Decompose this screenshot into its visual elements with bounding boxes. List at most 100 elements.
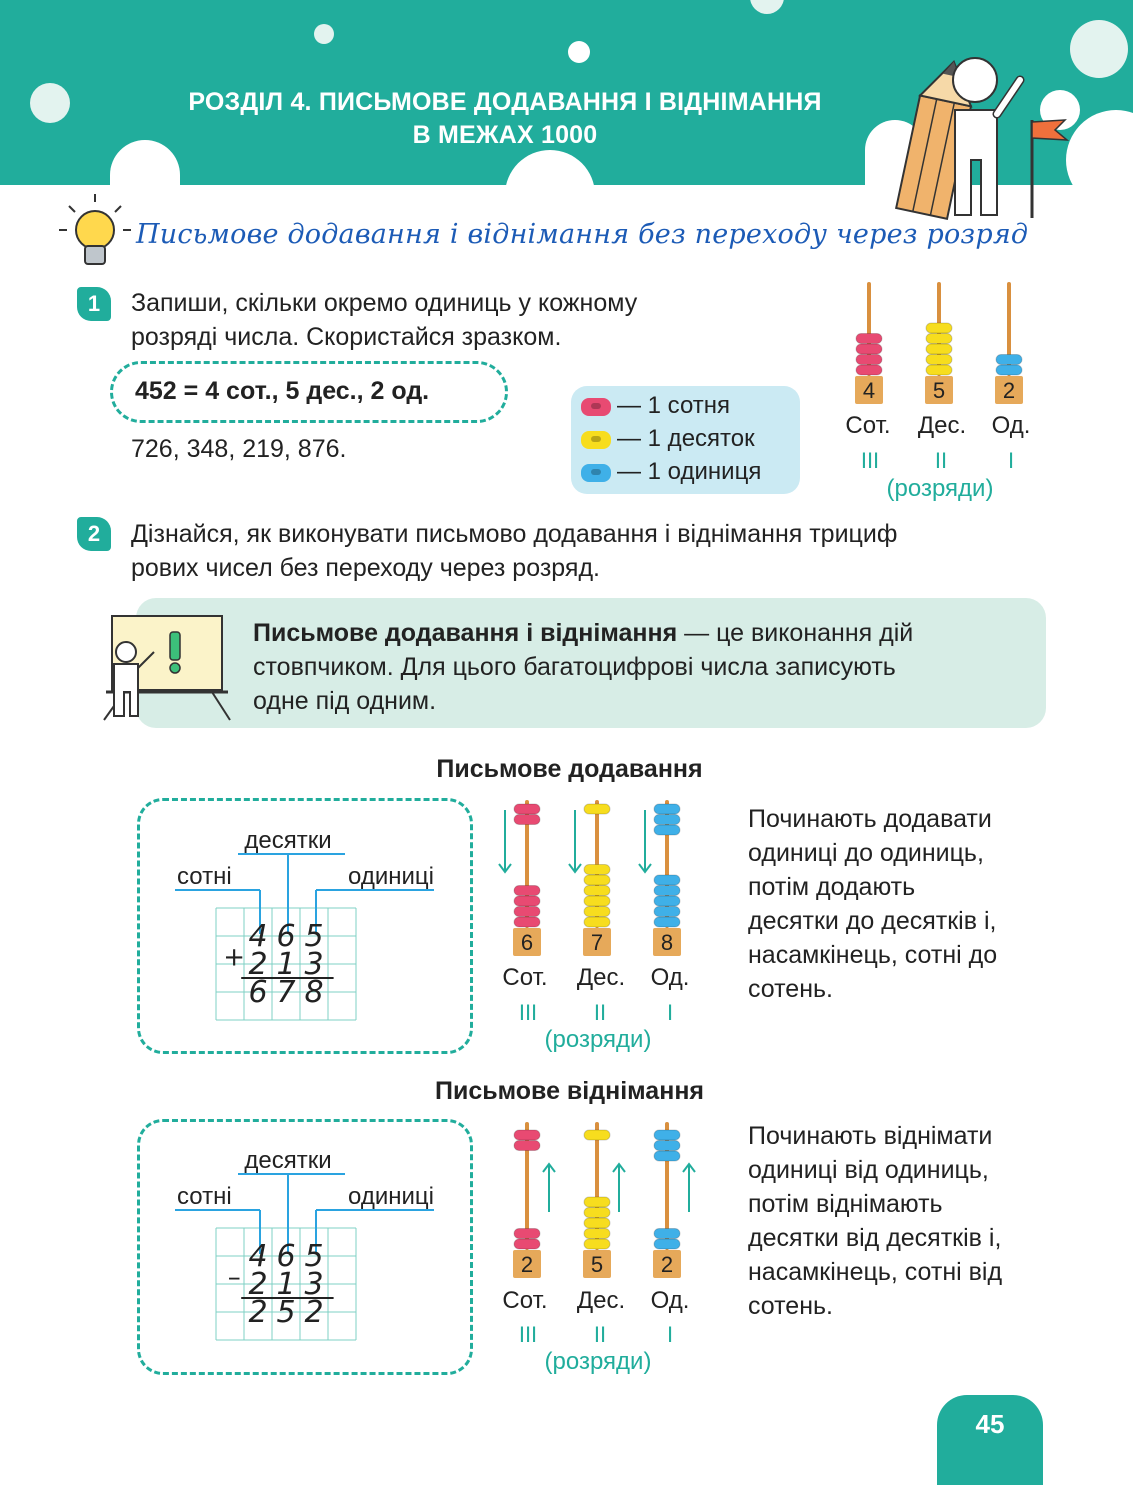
- result-digit: 6: [248, 975, 267, 1010]
- bead: [583, 895, 611, 907]
- abacus-rod: [525, 1122, 529, 1250]
- red-bead-icon: [581, 397, 611, 416]
- rule-box: Письмове додавання і віднімання — це вик…: [136, 598, 1046, 728]
- bead: [995, 354, 1023, 365]
- digit-block: [583, 928, 611, 956]
- operation-sign: –: [228, 1262, 241, 1292]
- subtraction-desc-line: сотень.: [748, 1292, 833, 1320]
- bead: [583, 916, 611, 928]
- bead: [653, 874, 681, 886]
- place-label-units: Од.: [991, 412, 1031, 439]
- bead: [653, 1129, 681, 1141]
- second-operand-digit: 2: [248, 1267, 267, 1302]
- rank-label-2: II: [593, 1000, 607, 1025]
- rank-label-2: II: [934, 448, 948, 473]
- addition-desc-line: Починають додавати: [748, 805, 992, 833]
- bead: [855, 364, 883, 376]
- bead: [513, 1228, 541, 1239]
- ranks-caption: (розряди): [544, 1026, 652, 1053]
- label-tens: десятки: [244, 1147, 331, 1174]
- label-hundreds: сотні: [177, 1183, 232, 1210]
- digit-block: [653, 928, 681, 956]
- arrow-head: [568, 863, 582, 874]
- place-label-hundreds: Сот.: [502, 964, 548, 991]
- bead: [583, 803, 611, 815]
- legend-ten-label: — 1 десяток: [617, 425, 755, 452]
- first-operand-digit: 6: [276, 919, 295, 954]
- bead: [513, 1129, 541, 1141]
- addition-desc-line: насамкінець, сотні до: [748, 941, 998, 969]
- bead: [653, 1140, 681, 1151]
- place-label-units: Од.: [650, 1287, 690, 1314]
- decor-bubble: [750, 0, 784, 14]
- digit-block: [653, 1250, 681, 1278]
- rule-line3: одне під одним.: [253, 687, 437, 715]
- addition-desc-line: одиниці до одиниць,: [748, 839, 984, 867]
- decor-bubble: [30, 83, 70, 123]
- result-digit: 2: [304, 1295, 323, 1330]
- addition-calc-box: [137, 798, 473, 1054]
- digit-label-units: 2: [661, 1252, 673, 1277]
- bead: [513, 885, 541, 896]
- bead: [995, 364, 1023, 376]
- label-units: одиниці: [348, 1183, 434, 1210]
- bead: [653, 885, 681, 896]
- digit-label-hundreds: 6: [521, 930, 533, 955]
- bead: [583, 1217, 611, 1229]
- task1-numbers: 726, 348, 219, 876.: [131, 435, 347, 463]
- place-label-hundreds: Сот.: [845, 412, 891, 439]
- task1-instructions: Запиши, скільки окремо одиниць у кожному…: [131, 286, 637, 354]
- task2-line2: рових чисел без переходу через розряд.: [131, 554, 600, 582]
- addition-desc-line: сотень.: [748, 975, 833, 1003]
- bead: [583, 874, 611, 886]
- task2-line1: Дізнайся, як виконувати письмово додаван…: [131, 520, 898, 548]
- subtraction-description: Починають віднімати одиниці від одиниць,…: [748, 1119, 1078, 1323]
- ranks-caption: (розряди): [544, 1348, 652, 1375]
- task1-line1: Запиши, скільки окремо одиниць у кожному: [131, 289, 638, 317]
- digit-block: [855, 376, 883, 404]
- second-operand-digit: 1: [276, 1267, 295, 1302]
- label-hundreds: сотні: [177, 863, 232, 890]
- digit-block: [583, 1250, 611, 1278]
- bead: [925, 333, 953, 344]
- ranks-caption: (розряди): [886, 475, 994, 502]
- rule-text: Письмове додавання і віднімання — це вик…: [253, 616, 1033, 718]
- digit-label-hundreds: 2: [521, 1252, 533, 1277]
- first-operand-digit: 4: [248, 1239, 267, 1274]
- decor-bubble: [1070, 20, 1128, 78]
- chapter-title: РОЗДІЛ 4. ПИСЬМОВЕ ДОДАВАННЯ І ВІДНІМАНН…: [110, 86, 900, 152]
- addition-desc-line: потім додають: [748, 873, 916, 901]
- subtraction-heading: Письмове віднімання: [434, 1077, 705, 1105]
- digit-label-hundreds: 4: [863, 378, 875, 403]
- section-title: Письмове додавання і віднімання без пере…: [136, 219, 1029, 250]
- rule-line2: стовпчиком. Для цього багатоцифрові числ…: [253, 653, 896, 681]
- bead: [653, 824, 681, 836]
- legend-unit-label: — 1 одиниця: [617, 458, 762, 485]
- subtraction-calc-box: [137, 1119, 473, 1375]
- result-digit: 2: [248, 1295, 267, 1330]
- place-label-tens: Дес.: [917, 412, 967, 439]
- digit-label-units: 8: [661, 930, 673, 955]
- page-number-tab: 45: [937, 1395, 1043, 1485]
- place-label-tens: Дес.: [576, 964, 626, 991]
- subtraction-desc-line: потім віднімають: [748, 1190, 943, 1218]
- arrow-head: [542, 1162, 556, 1173]
- bead: [513, 1140, 541, 1151]
- rank-label-3: III: [860, 448, 880, 473]
- bead: [855, 343, 883, 355]
- second-operand-digit: 2: [248, 947, 267, 982]
- legend-ten: — 1 десяток: [581, 424, 755, 454]
- rule-term: Письмове додавання і віднімання: [253, 619, 678, 647]
- teacher-board-illustration: [103, 615, 231, 721]
- rank-label-1: I: [666, 1000, 674, 1025]
- result-digit: 8: [304, 975, 323, 1010]
- first-operand-digit: 5: [304, 919, 323, 954]
- bead: [513, 803, 541, 815]
- bead: [653, 916, 681, 928]
- abacus-rod: [1007, 282, 1011, 376]
- decor-bubble: [505, 150, 595, 185]
- decor-bubble: [568, 41, 590, 63]
- legend-unit: — 1 одиниця: [581, 457, 761, 487]
